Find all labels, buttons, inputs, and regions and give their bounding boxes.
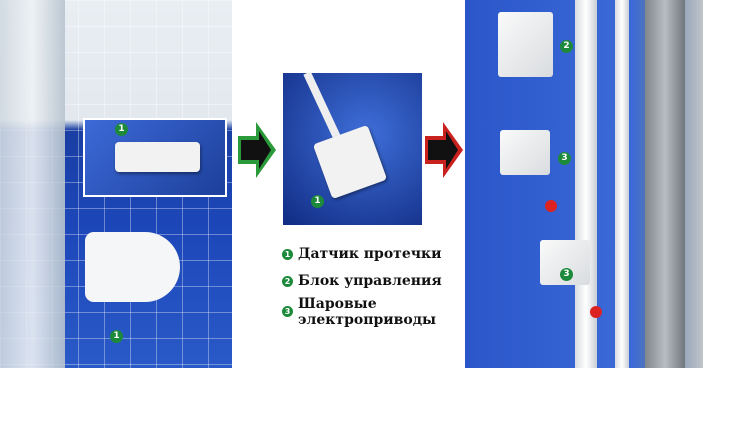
toilet (85, 232, 180, 302)
sensor-cable (303, 73, 343, 143)
valve-handle (545, 200, 557, 212)
legend-item-control: 2 Блок управления (282, 273, 442, 289)
sewer-pipe (645, 0, 685, 368)
marker-1-floor: 1 (110, 330, 123, 343)
sensor-inset-photo: 1 (83, 118, 227, 197)
control-unit (498, 12, 553, 77)
plumbing-photo: 2 3 3 (465, 0, 703, 368)
marker-3: 3 (560, 268, 573, 281)
bathroom-photo: 1 1 (0, 0, 232, 368)
marker-3: 3 (558, 152, 571, 165)
legend-label: Датчик протечки (298, 246, 442, 262)
legend-label: Шаровые электроприводы (298, 296, 437, 328)
leak-sensor (115, 142, 200, 172)
legend-label: Блок управления (298, 273, 442, 289)
marker-2: 2 (560, 40, 573, 53)
legend-marker-2: 2 (282, 275, 293, 287)
pipe (615, 0, 629, 368)
valve-actuator (500, 130, 550, 175)
sensor-closeup-photo: 1 (283, 73, 422, 225)
marker-1: 1 (311, 195, 324, 208)
marker-1: 1 (115, 123, 128, 136)
legend-item-sensor: 1 Датчик протечки (282, 246, 442, 262)
green-arrow-icon (238, 122, 276, 178)
red-arrow-icon (425, 122, 463, 178)
shower-cabin (0, 0, 65, 368)
legend-item-valves: 3 Шаровые электроприводы (282, 296, 442, 328)
legend-marker-1: 1 (282, 248, 293, 260)
legend-marker-3: 3 (282, 306, 293, 317)
leak-sensor (312, 124, 388, 200)
valve-handle (590, 306, 602, 318)
